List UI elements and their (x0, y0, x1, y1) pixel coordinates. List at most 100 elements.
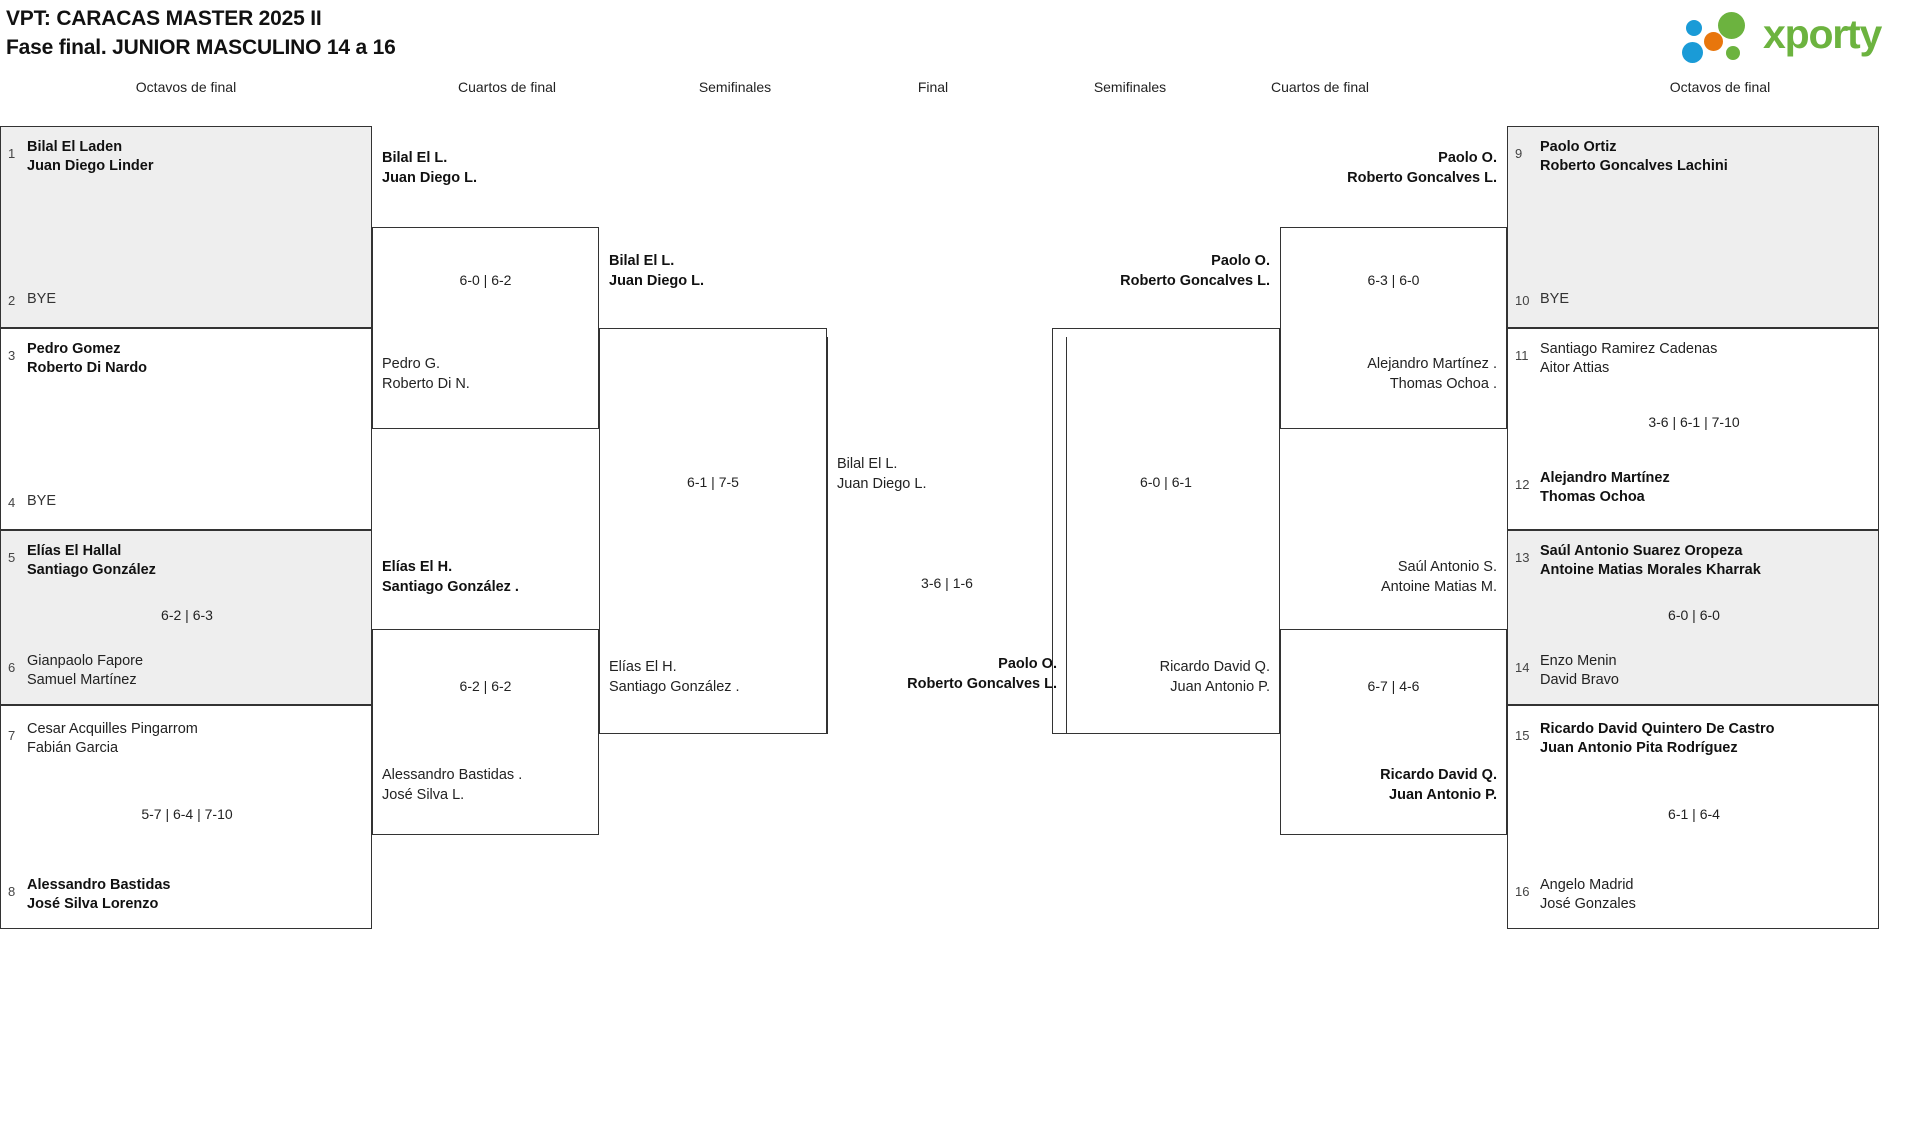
seed-number: 8 (8, 884, 16, 899)
player-name-2: Roberto Goncalves Lachini (1540, 157, 1728, 174)
player-name-2: Juan Antonio P. (1170, 678, 1270, 695)
qf2-top-players: Elías El H. Santiago González . (382, 558, 519, 597)
player-name-2: Juan Antonio Pita Rodríguez (1540, 739, 1738, 756)
round-header-right-semis: Semifinales (1093, 79, 1167, 95)
seed-number: 4 (8, 495, 16, 510)
rqf2-top-players: Saúl Antonio S. Antoine Matias M. (1280, 558, 1497, 597)
connector-final (827, 337, 1067, 734)
seed-number: 5 (8, 550, 16, 565)
player-name-2: José Silva L. (382, 786, 465, 803)
player-name-1: Pedro Gomez (27, 341, 121, 357)
player-name-1: Paolo O. (998, 656, 1057, 672)
player-name-1: Ricardo David Quintero De Castro (1540, 721, 1775, 737)
player-name-1: Pedro G. (382, 356, 441, 372)
player-name-1: Bilal El Laden (27, 139, 123, 155)
match-score: 6-1 | 6-4 (1668, 806, 1720, 822)
player-name-1: Santiago Ramirez Cadenas (1540, 341, 1718, 357)
player-name-2: Antoine Matias M. (1380, 578, 1497, 595)
player-name-1: Ricardo David Q. (1159, 659, 1270, 675)
player-name-1: Alejandro Martínez (1540, 470, 1670, 486)
player-name-2: Antoine Matias Morales Kharrak (1540, 561, 1761, 578)
seed-number: 1 (8, 146, 16, 161)
seed-number: 7 (8, 728, 16, 743)
match-score: 6-0 | 6-0 (1668, 607, 1720, 623)
player-pair: Enzo Menin David Bravo (1540, 652, 1619, 689)
player-pair: Elías El Hallal Santiago González (27, 542, 156, 579)
player-name-2: Juan Diego L. (837, 475, 927, 492)
round-header-left-octavos: Octavos de final (135, 79, 237, 95)
qf2-score: 6-2 | 6-2 (459, 678, 512, 694)
slot-seed-11[interactable]: 11 Santiago Ramirez Cadenas Aitor Attias… (1507, 328, 1879, 530)
connector-right-sf (1052, 328, 1280, 734)
connector-left-sf (599, 328, 827, 734)
slot-seed-9[interactable]: 9 Paolo Ortiz Roberto Goncalves Lachini … (1507, 126, 1879, 328)
rqf2-score: 6-7 | 4-6 (1367, 678, 1420, 694)
player-name-1: Angelo Madrid (1540, 877, 1634, 893)
slot-seed-13[interactable]: 13 Saúl Antonio Suarez Oropeza Antoine M… (1507, 530, 1879, 705)
player-name-1: Cesar Acquilles Pingarrom (27, 721, 198, 737)
player-name-1: Bilal El L. (382, 150, 448, 166)
player-pair: Gianpaolo Fapore Samuel Martínez (27, 652, 143, 689)
sf-right-bottom-players: Ricardo David Q. Juan Antonio P. (1052, 658, 1270, 697)
rqf1-top-players: Paolo O. Roberto Goncalves L. (1280, 149, 1497, 188)
seed-number: 3 (8, 348, 16, 363)
player-name-1: Bilal El L. (609, 253, 675, 269)
player-pair: Paolo Ortiz Roberto Goncalves Lachini (1540, 138, 1728, 175)
player-pair: Ricardo David Quintero De Castro Juan An… (1540, 720, 1774, 757)
round-header-final: Final (917, 79, 949, 95)
slot-seed-1[interactable]: 1 Bilal El Laden Juan Diego Linder 2 BYE (0, 126, 372, 328)
player-name-1: Alessandro Bastidas . (382, 767, 523, 783)
slot-seed-7[interactable]: 7 Cesar Acquilles Pingarrom Fabián Garci… (0, 705, 372, 929)
player-name-1: Elías El Hallal (27, 543, 122, 559)
seed-number: 13 (1515, 550, 1530, 565)
seed-number: 14 (1515, 660, 1530, 675)
title-line-1: VPT: CARACAS MASTER 2025 II (6, 7, 322, 30)
player-name-1: Saúl Antonio Suarez Oropeza (1540, 543, 1743, 559)
round-header-left-cuartos: Cuartos de final (457, 79, 557, 95)
connector-left-qf-1 (372, 227, 599, 429)
player-pair: Cesar Acquilles Pingarrom Fabián Garcia (27, 720, 198, 757)
bye-label: BYE (27, 291, 57, 307)
slot-seed-15[interactable]: 15 Ricardo David Quintero De Castro Juan… (1507, 705, 1879, 929)
seed-number: 15 (1515, 728, 1530, 743)
player-name-1: Gianpaolo Fapore (27, 653, 144, 669)
player-name-1: Ricardo David Q. (1380, 767, 1497, 783)
sf-left-score: 6-1 | 7-5 (687, 474, 739, 490)
xporty-logo: xporty (1678, 8, 1908, 63)
player-name-1: Elías El H. (609, 659, 677, 675)
match-score: 6-2 | 6-3 (161, 607, 213, 623)
player-name-1: Alejandro Martínez . (1367, 356, 1497, 372)
player-pair: Pedro Gomez Roberto Di Nardo (27, 340, 147, 377)
player-name-2: Roberto Goncalves L. (907, 675, 1057, 692)
player-name-1: Alessandro Bastidas (27, 877, 171, 893)
player-name-1: Elías El H. (382, 559, 453, 575)
round-header-right-octavos: Octavos de final (1669, 79, 1771, 95)
player-name-2: José Gonzales (1540, 895, 1636, 912)
seed-number: 16 (1515, 884, 1530, 899)
player-name-2: Thomas Ochoa . (1389, 375, 1497, 392)
logo-wordmark: xporty (1763, 11, 1882, 57)
player-name-2: Juan Diego Linder (27, 157, 154, 174)
qf2-bottom-players: Alessandro Bastidas . José Silva L. (382, 766, 522, 805)
player-name-2: Juan Diego L. (609, 272, 705, 289)
sf-left-bottom-players: Elías El H. Santiago González . (609, 658, 740, 697)
final-bottom-players: Paolo O. Roberto Goncalves L. (827, 655, 1057, 694)
connector-right-qf-1 (1280, 227, 1507, 429)
logo-dot-blue-top (1686, 20, 1702, 36)
slot-seed-3[interactable]: 3 Pedro Gomez Roberto Di Nardo 4 BYE (0, 328, 372, 530)
sf-left-top-players: Bilal El L. Juan Diego L. (609, 252, 704, 291)
qf1-top-players: Bilal El L. Juan Diego L. (382, 149, 477, 188)
rqf1-score: 6-3 | 6-0 (1367, 272, 1420, 288)
slot-seed-5[interactable]: 5 Elías El Hallal Santiago González 6-2 … (0, 530, 372, 705)
round-header-right-cuartos: Cuartos de final (1270, 79, 1370, 95)
seed-number: 2 (8, 293, 16, 308)
connector-right-qf-2 (1280, 629, 1507, 835)
player-name-2: Thomas Ochoa (1540, 488, 1645, 505)
player-name-2: Roberto Goncalves L. (1120, 272, 1270, 289)
bye-label: BYE (1540, 291, 1570, 307)
qf1-bottom-players: Pedro G. Roberto Di N. (382, 355, 470, 394)
player-name-2: Aitor Attias (1540, 359, 1610, 376)
player-pair: Alejandro Martínez Thomas Ochoa (1540, 469, 1670, 506)
player-pair: Alessandro Bastidas José Silva Lorenzo (27, 876, 170, 913)
